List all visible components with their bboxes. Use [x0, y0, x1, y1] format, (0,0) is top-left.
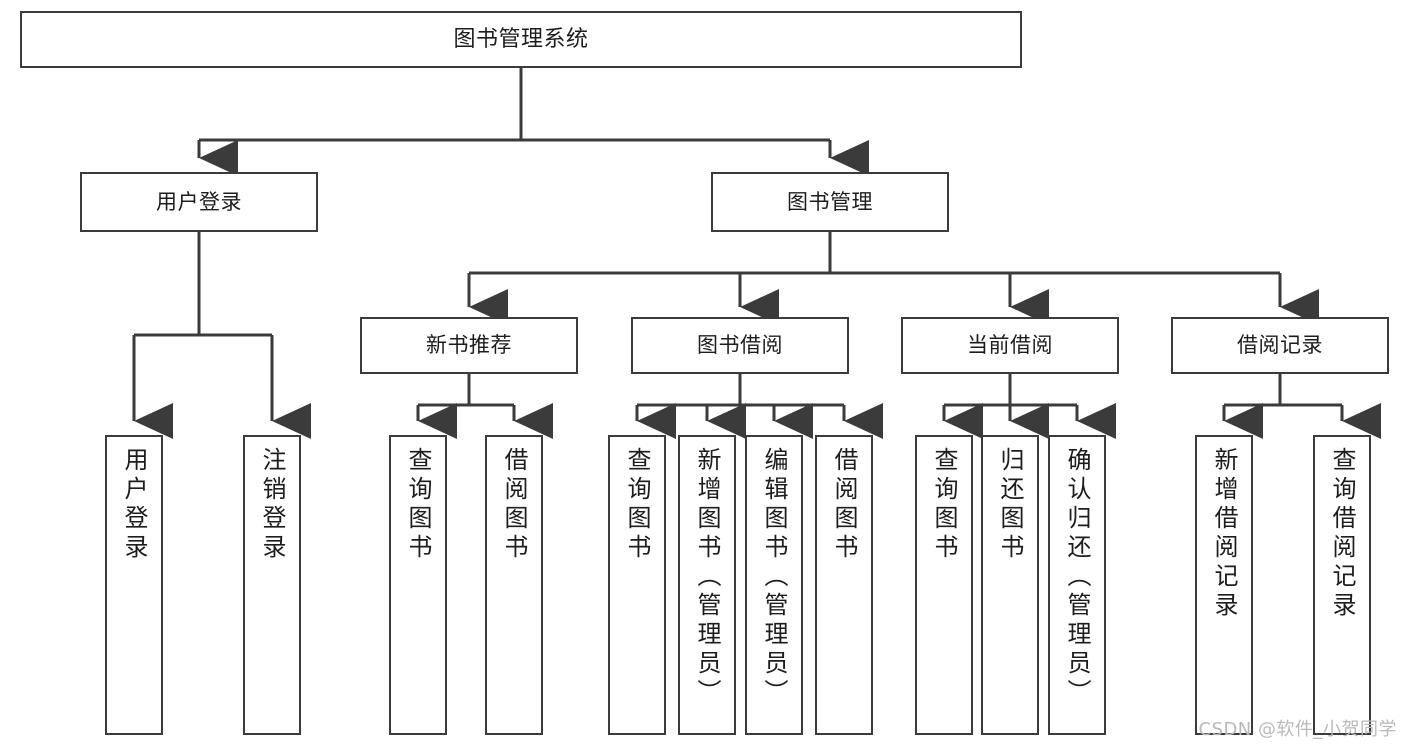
node-new-book-recommend[interactable]: 新书推荐	[360, 317, 578, 374]
node-book-manage-label: 图书管理	[787, 189, 873, 214]
node-leaf-borrow-book-1-label: 借阅图书	[500, 447, 528, 563]
node-leaf-edit-book[interactable]: 编辑图书（管理员）	[745, 435, 803, 735]
node-leaf-borrow-book-1[interactable]: 借阅图书	[485, 435, 543, 735]
node-user-login[interactable]: 用户登录	[80, 172, 318, 232]
node-root-system-label: 图书管理系统	[453, 26, 589, 52]
node-leaf-query-book-3[interactable]: 查询图书	[915, 435, 973, 735]
node-new-book-recommend-label: 新书推荐	[426, 333, 512, 358]
node-leaf-user-login-label: 用户登录	[120, 447, 148, 563]
node-leaf-confirm-return-label: 确认归还（管理员）	[1063, 447, 1091, 708]
node-leaf-borrow-book-2[interactable]: 借阅图书	[815, 435, 873, 735]
csdn-watermark: CSDN @软件_小贺同学	[1198, 719, 1397, 740]
node-leaf-query-book-3-label: 查询图书	[930, 447, 958, 563]
node-book-manage[interactable]: 图书管理	[711, 172, 949, 232]
node-user-login-label: 用户登录	[156, 189, 242, 214]
node-leaf-user-login[interactable]: 用户登录	[105, 435, 163, 735]
node-root-system[interactable]: 图书管理系统	[20, 11, 1022, 68]
node-leaf-return-book[interactable]: 归还图书	[981, 435, 1039, 735]
node-borrow-record[interactable]: 借阅记录	[1171, 317, 1389, 374]
node-leaf-query-book-2-label: 查询图书	[623, 447, 651, 563]
node-leaf-return-book-label: 归还图书	[996, 447, 1024, 563]
node-leaf-add-record-label: 新增借阅记录	[1210, 447, 1238, 621]
node-current-borrow-label: 当前借阅	[967, 333, 1053, 358]
node-leaf-edit-book-label: 编辑图书（管理员）	[760, 447, 788, 708]
node-leaf-logout-label: 注销登录	[258, 447, 286, 563]
node-current-borrow[interactable]: 当前借阅	[901, 317, 1119, 374]
node-book-borrow[interactable]: 图书借阅	[631, 317, 849, 374]
node-leaf-query-record-label: 查询借阅记录	[1328, 447, 1356, 621]
node-leaf-query-book-2[interactable]: 查询图书	[608, 435, 666, 735]
node-leaf-add-record[interactable]: 新增借阅记录	[1195, 435, 1253, 735]
node-leaf-confirm-return[interactable]: 确认归还（管理员）	[1048, 435, 1106, 735]
node-leaf-query-book-1[interactable]: 查询图书	[389, 435, 447, 735]
node-leaf-borrow-book-2-label: 借阅图书	[830, 447, 858, 563]
node-leaf-query-book-1-label: 查询图书	[404, 447, 432, 563]
node-leaf-logout[interactable]: 注销登录	[243, 435, 301, 735]
node-leaf-add-book-label: 新增图书（管理员）	[693, 447, 721, 708]
node-leaf-query-record[interactable]: 查询借阅记录	[1313, 435, 1371, 735]
node-book-borrow-label: 图书借阅	[697, 333, 783, 358]
node-borrow-record-label: 借阅记录	[1237, 333, 1323, 358]
node-leaf-add-book[interactable]: 新增图书（管理员）	[678, 435, 736, 735]
